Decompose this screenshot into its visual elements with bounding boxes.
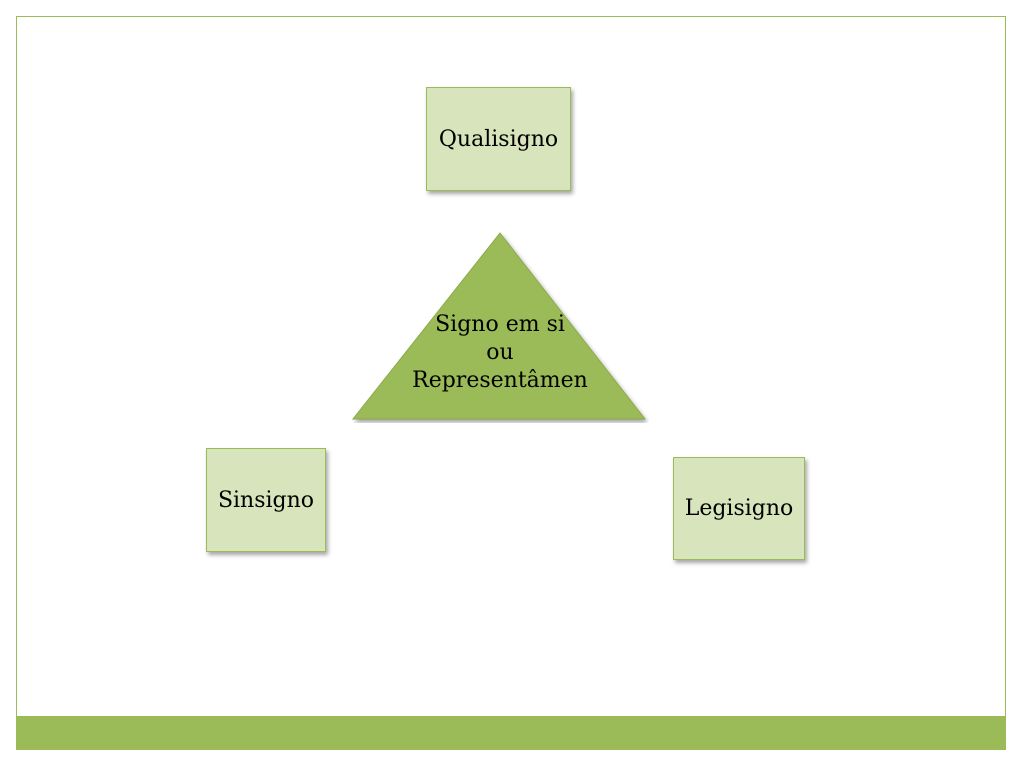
triangle-line-2: ou — [486, 340, 514, 365]
triangle-text: Signo em si ou Representâmen — [351, 311, 649, 395]
slide: Qualisigno Signo em si ou Representâmen … — [16, 16, 1006, 750]
triangle-shape — [351, 232, 647, 420]
sinsigno-label: Sinsigno — [217, 487, 315, 513]
footer-bar — [17, 716, 1005, 749]
qualisigno-box: Qualisigno — [426, 87, 571, 191]
legisigno-label: Legisigno — [684, 496, 794, 521]
representamen-triangle: Signo em si ou Representâmen — [351, 231, 649, 423]
triangle-line-1: Signo em si — [435, 312, 565, 337]
sinsigno-box: Sinsigno — [206, 448, 326, 552]
qualisigno-label: Qualisigno — [438, 126, 559, 152]
triangle-line-3: Representâmen — [412, 368, 588, 393]
legisigno-box: Legisigno — [673, 457, 805, 560]
